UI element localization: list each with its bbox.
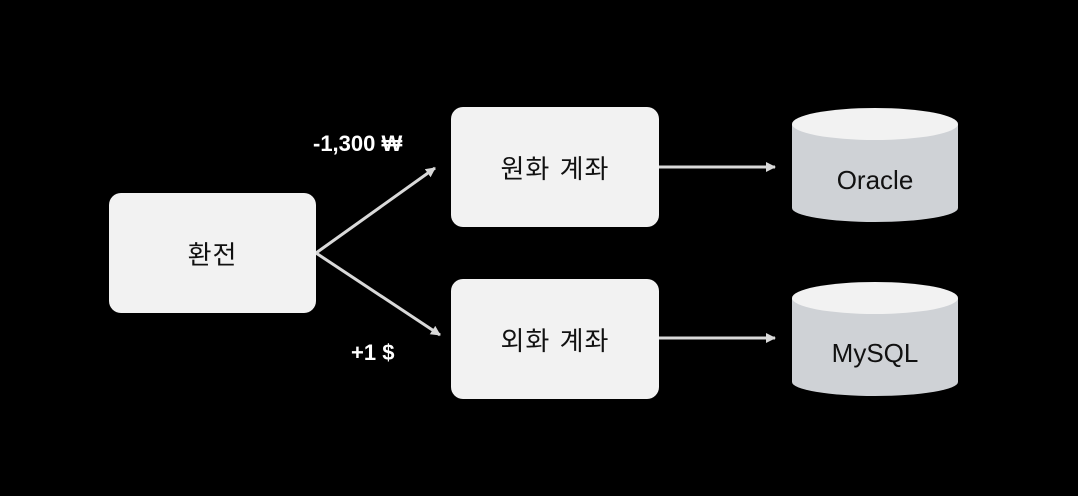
- usd-account-node-label: 외화 계좌: [500, 326, 610, 357]
- krw-account-node: 원화 계좌: [451, 107, 659, 227]
- exchange-node-label: 환전: [187, 240, 238, 271]
- usd-credit-label: +1 $: [351, 340, 395, 365]
- exchange-node: 환전: [109, 193, 316, 313]
- arrow-exchange-to-usd: [315, 251, 441, 337]
- krw-debit-label: -1,300 ₩: [313, 131, 403, 156]
- krw-account-node-label: 원화 계좌: [500, 154, 610, 185]
- oracle-db-label: Oracle: [836, 164, 914, 195]
- mysql-db-label: MySQL: [831, 337, 919, 368]
- arrow-exchange-to-krw: [315, 166, 436, 255]
- database-cylinder-mysql: [792, 282, 958, 396]
- database-cylinder-oracle: [792, 108, 958, 222]
- usd-account-node: 외화 계좌: [451, 279, 659, 399]
